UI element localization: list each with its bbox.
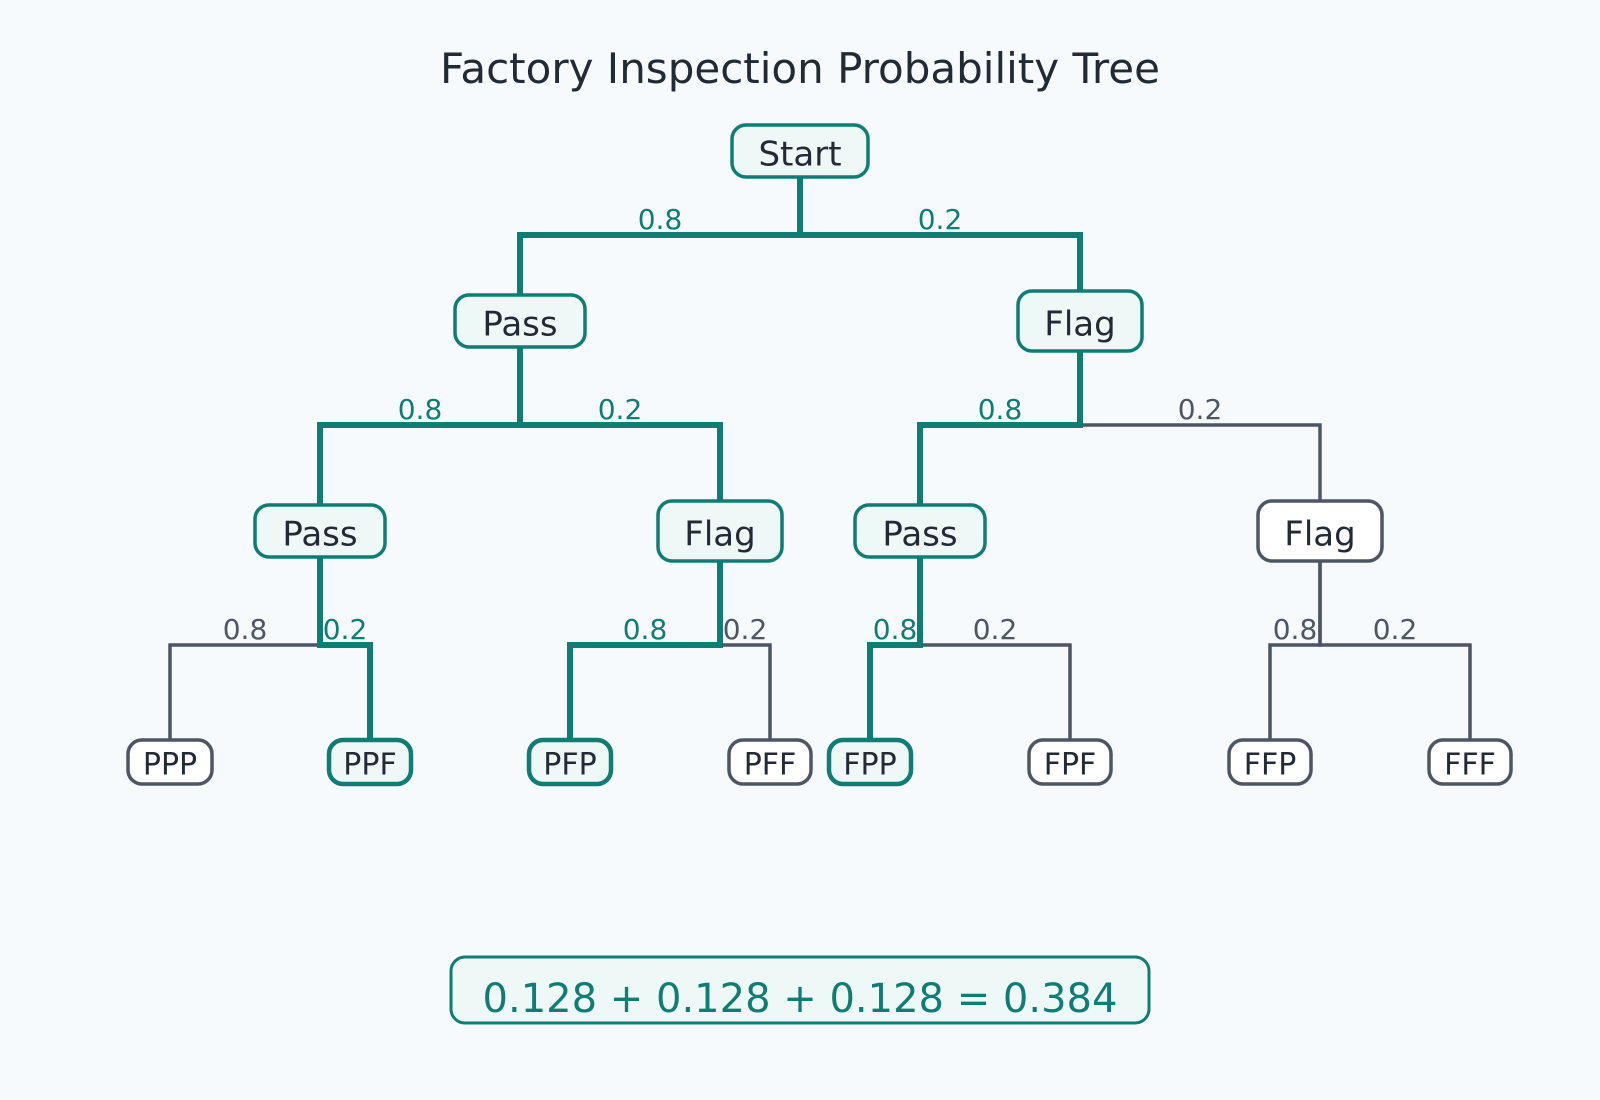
- node-label: FFF: [1444, 748, 1496, 783]
- node-ppp: PPP: [126, 738, 214, 786]
- branch-line: [317, 557, 373, 740]
- result-equation: 0.128 + 0.128 + 0.128 = 0.384: [483, 976, 1118, 1022]
- branch-probability-label: 0.2: [598, 393, 643, 426]
- branch-start-f: 0.2: [797, 177, 1083, 291]
- node-label: FFP: [1244, 748, 1297, 783]
- branch-line: [1318, 561, 1472, 740]
- node-label: Flag: [1284, 514, 1355, 554]
- node-pf: Flag: [656, 499, 784, 563]
- node-label: Flag: [1044, 304, 1115, 344]
- node-fpp: FPP: [826, 737, 914, 787]
- node-box: [453, 293, 587, 349]
- node-box: [1227, 738, 1313, 786]
- branch-line: [567, 561, 723, 740]
- branch-probability-label: 0.2: [1178, 393, 1223, 426]
- branch-line: [797, 177, 1083, 291]
- node-box: [826, 737, 914, 787]
- node-label: PPF: [343, 748, 396, 783]
- node-label: Pass: [882, 514, 957, 554]
- branch-f-fp: 0.8: [917, 351, 1083, 505]
- branch-ff-fff: 0.2: [1318, 561, 1472, 740]
- node-start: Start: [730, 123, 870, 179]
- node-pp: Pass: [253, 503, 387, 559]
- branch-fp-fpp: 0.8: [867, 557, 923, 740]
- node-ppf: PPF: [326, 737, 414, 787]
- node-label: PFP: [543, 748, 596, 783]
- diagram-title: Factory Inspection Probability Tree: [440, 44, 1160, 93]
- node-ff: Flag: [1256, 499, 1384, 563]
- node-pff: PFF: [727, 738, 813, 786]
- node-label: Pass: [282, 514, 357, 554]
- branch-probability-label: 0.8: [623, 613, 668, 646]
- branch-pf-pfp: 0.8: [567, 561, 723, 740]
- node-label: PFF: [744, 748, 797, 783]
- branch-probability-label: 0.2: [323, 613, 368, 646]
- node-box: [656, 499, 784, 563]
- node-label: FPP: [843, 748, 896, 783]
- branch-probability-label: 0.2: [723, 613, 768, 646]
- node-fpf: FPF: [1027, 738, 1113, 786]
- branch-probability-label: 0.8: [223, 613, 268, 646]
- branch-probability-label: 0.8: [873, 613, 918, 646]
- node-label: PPP: [143, 748, 197, 783]
- node-label: FPF: [1044, 748, 1097, 783]
- result-box-frame: [449, 955, 1151, 1025]
- branch-line: [867, 557, 923, 740]
- node-fp: Pass: [853, 503, 987, 559]
- branch-probability-label: 0.2: [918, 203, 963, 236]
- node-box: [1016, 289, 1144, 353]
- node-box: [1027, 738, 1113, 786]
- branch-probability-label: 0.8: [638, 203, 683, 236]
- node-box: [1256, 499, 1384, 563]
- branch-probability-label: 0.8: [398, 393, 443, 426]
- branch-probability-label: 0.8: [978, 393, 1023, 426]
- node-pfp: PFP: [526, 737, 614, 787]
- branch-probability-label: 0.2: [973, 613, 1018, 646]
- node-box: [253, 503, 387, 559]
- result-box: 0.128 + 0.128 + 0.128 = 0.384: [449, 955, 1151, 1025]
- node-box: [730, 123, 870, 179]
- node-box: [853, 503, 987, 559]
- branch-p-pf: 0.2: [517, 347, 723, 501]
- node-f: Flag: [1016, 289, 1144, 353]
- branch-line: [917, 351, 1083, 505]
- node-box: [727, 738, 813, 786]
- node-box: [1427, 738, 1513, 786]
- node-p: Pass: [453, 293, 587, 349]
- branch-line: [517, 347, 723, 501]
- branch-pp-ppf: 0.2: [317, 557, 373, 740]
- node-box: [526, 737, 614, 787]
- node-box: [326, 737, 414, 787]
- branch-probability-label: 0.8: [1273, 613, 1318, 646]
- node-ffp: FFP: [1227, 738, 1313, 786]
- branch-probability-label: 0.2: [1373, 613, 1418, 646]
- node-label: Start: [758, 134, 841, 174]
- edges-layer: 0.2 0.8 0.2 0.2 0.8 0.2 0.8 0.2 0.8 0.2 0.8 0.2 0.8 0…: [168, 177, 1472, 740]
- node-box: [126, 738, 214, 786]
- node-label: Flag: [684, 514, 755, 554]
- node-fff: FFF: [1427, 738, 1513, 786]
- node-label: Pass: [482, 304, 557, 344]
